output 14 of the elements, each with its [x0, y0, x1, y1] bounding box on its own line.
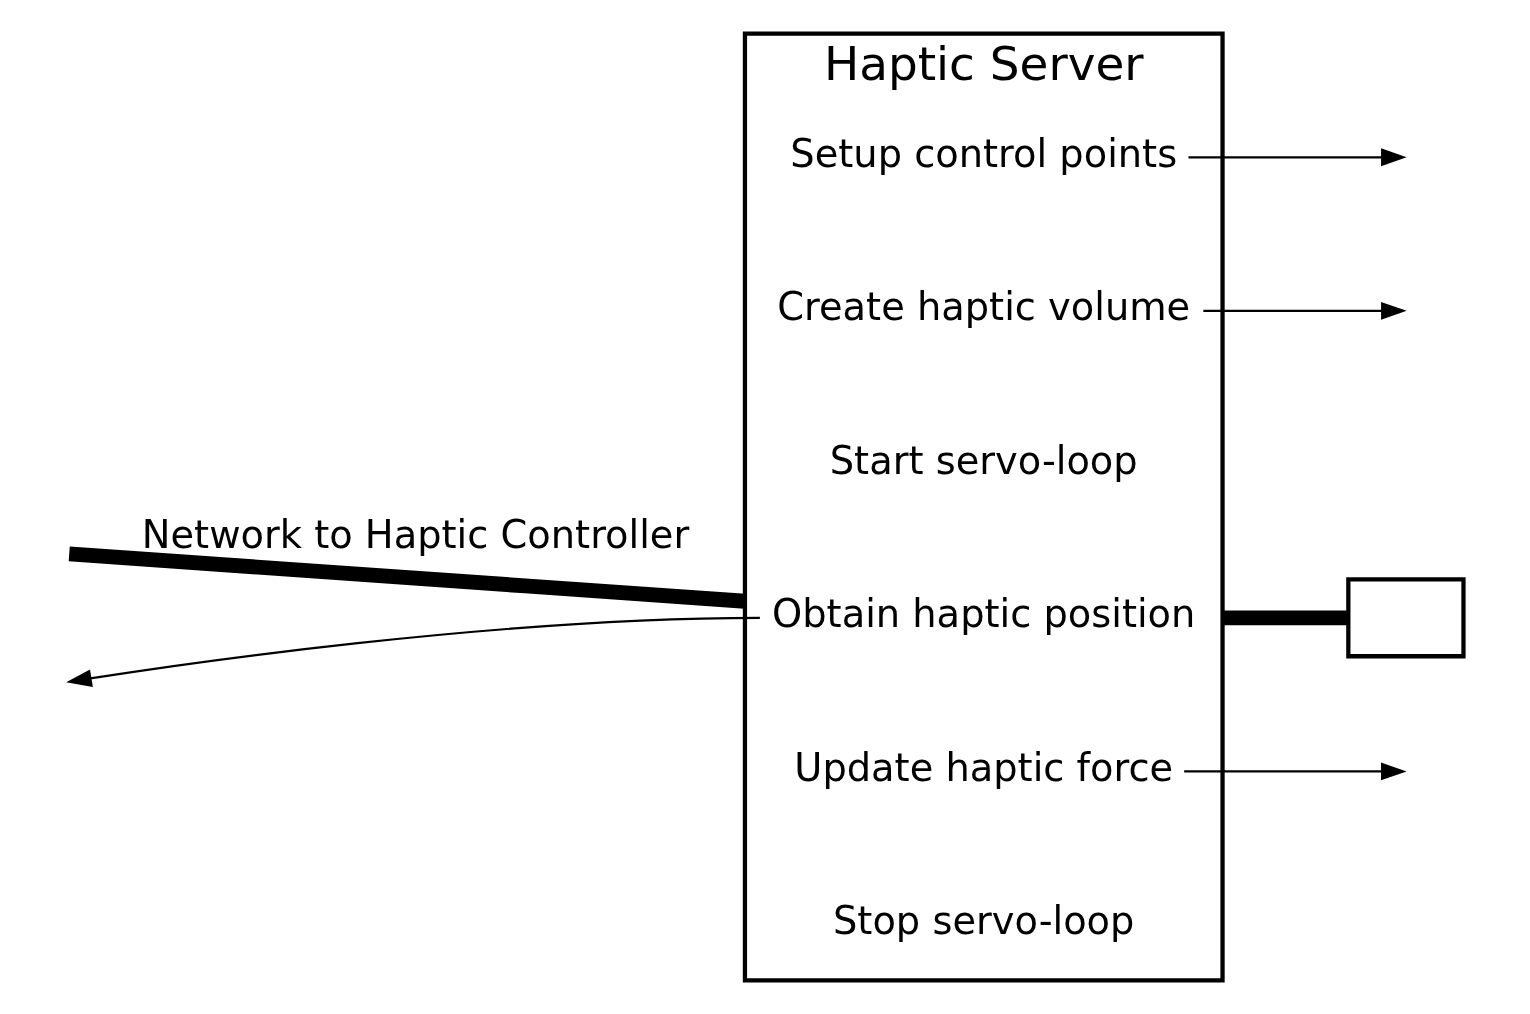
- node-text: Update haptic force: [793, 744, 1173, 790]
- arrow: [1187, 148, 1407, 167]
- arrow: [65, 616, 760, 688]
- node-text: Start servo-loop: [829, 437, 1138, 483]
- node-text: Stop servo-loop: [832, 898, 1134, 944]
- connector: [68, 546, 745, 609]
- node-box: [1345, 577, 1466, 659]
- arrow: [1183, 762, 1407, 781]
- node-text: Create haptic volume: [776, 284, 1190, 330]
- node-text: Setup control points: [789, 130, 1177, 176]
- node-text: Obtain haptic position: [771, 591, 1195, 637]
- arrow: [1202, 301, 1407, 320]
- connector: [1222, 610, 1348, 626]
- edge-label: Network to Haptic Controller: [141, 512, 689, 558]
